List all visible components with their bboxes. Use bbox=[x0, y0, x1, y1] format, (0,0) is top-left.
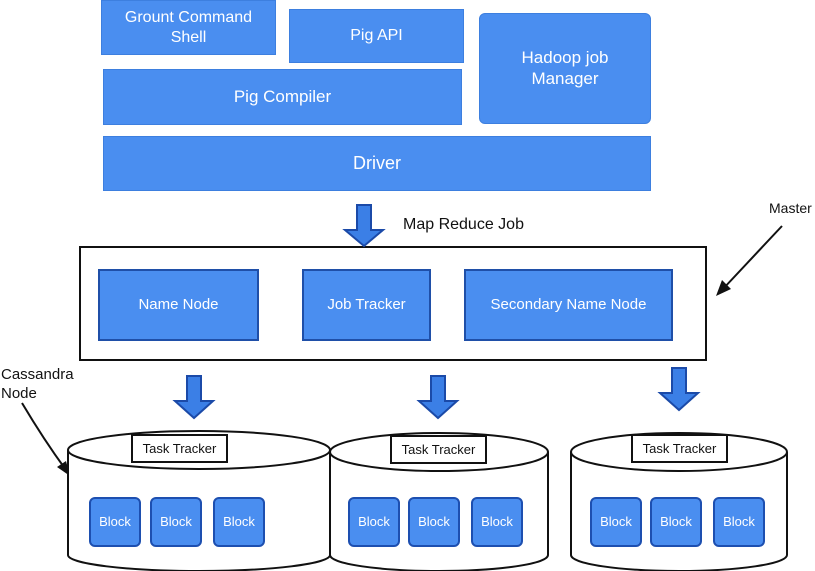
secondary-name-node-label: Secondary Name Node bbox=[490, 296, 647, 313]
block-box: Block bbox=[408, 497, 460, 547]
block-label: Block bbox=[358, 514, 390, 530]
hadoop-job-manager-label: Hadoop job Manager bbox=[521, 48, 609, 88]
block-box: Block bbox=[213, 497, 265, 547]
block-label: Block bbox=[418, 514, 450, 530]
pig-compiler-label: Pig Compiler bbox=[233, 86, 332, 106]
block-box: Block bbox=[471, 497, 523, 547]
job-tracker-label: Job Tracker bbox=[327, 296, 406, 313]
pig-compiler-box: Pig Compiler bbox=[103, 69, 462, 125]
master-label: Master bbox=[769, 200, 812, 216]
grunt-command-shell-label: Grount Command Shell bbox=[124, 9, 253, 46]
grunt-command-shell-box: Grount Command Shell bbox=[101, 0, 276, 55]
cassandra-pointer-arrow bbox=[21, 402, 70, 476]
block-box: Block bbox=[713, 497, 765, 547]
driver-label: Driver bbox=[353, 152, 401, 173]
pig-api-label: Pig API bbox=[350, 27, 403, 45]
pig-api-box: Pig API bbox=[289, 9, 464, 63]
block-label: Block bbox=[160, 514, 192, 530]
task-tracker-label: Task Tracker bbox=[642, 441, 717, 456]
cassandra-node-label: Cassandra Node bbox=[1, 366, 74, 402]
down-arrow-driver-to-master bbox=[342, 204, 386, 248]
task-tracker-box: Task Tracker bbox=[390, 435, 487, 464]
hadoop-job-manager-box: Hadoop job Manager bbox=[479, 13, 651, 124]
block-box: Block bbox=[348, 497, 400, 547]
map-reduce-job-label: Map Reduce Job bbox=[403, 216, 524, 233]
task-tracker-label: Task Tracker bbox=[142, 441, 217, 456]
block-box: Block bbox=[150, 497, 202, 547]
block-label: Block bbox=[99, 514, 131, 530]
secondary-name-node-box: Secondary Name Node bbox=[464, 269, 673, 341]
block-label: Block bbox=[723, 514, 755, 530]
task-tracker-box: Task Tracker bbox=[631, 434, 728, 463]
task-tracker-box: Task Tracker bbox=[131, 434, 228, 463]
block-label: Block bbox=[223, 514, 255, 530]
down-arrow-to-cassandra-node-1 bbox=[172, 375, 216, 420]
job-tracker-box: Job Tracker bbox=[302, 269, 431, 341]
block-label: Block bbox=[660, 514, 692, 530]
name-node-label: Name Node bbox=[138, 296, 219, 313]
block-box: Block bbox=[590, 497, 642, 547]
down-arrow-to-cassandra-node-2 bbox=[416, 375, 460, 420]
task-tracker-label: Task Tracker bbox=[401, 442, 476, 457]
block-box: Block bbox=[89, 497, 141, 547]
block-box: Block bbox=[650, 497, 702, 547]
driver-box: Driver bbox=[103, 136, 651, 191]
master-pointer-arrow bbox=[716, 225, 783, 296]
name-node-box: Name Node bbox=[98, 269, 259, 341]
down-arrow-to-cassandra-node-3 bbox=[657, 367, 701, 412]
block-label: Block bbox=[600, 514, 632, 530]
block-label: Block bbox=[481, 514, 513, 530]
